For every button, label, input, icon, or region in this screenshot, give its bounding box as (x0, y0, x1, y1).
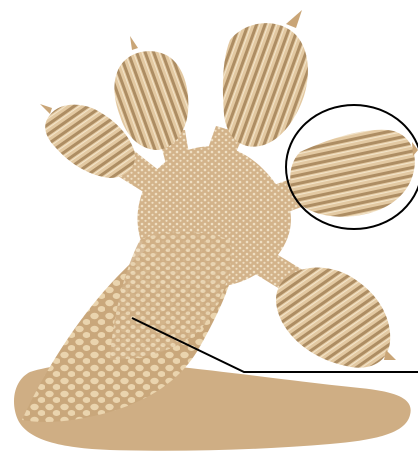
toe-4 (262, 130, 418, 220)
palm-scale-texture (110, 232, 232, 360)
toe-5 (238, 240, 396, 368)
